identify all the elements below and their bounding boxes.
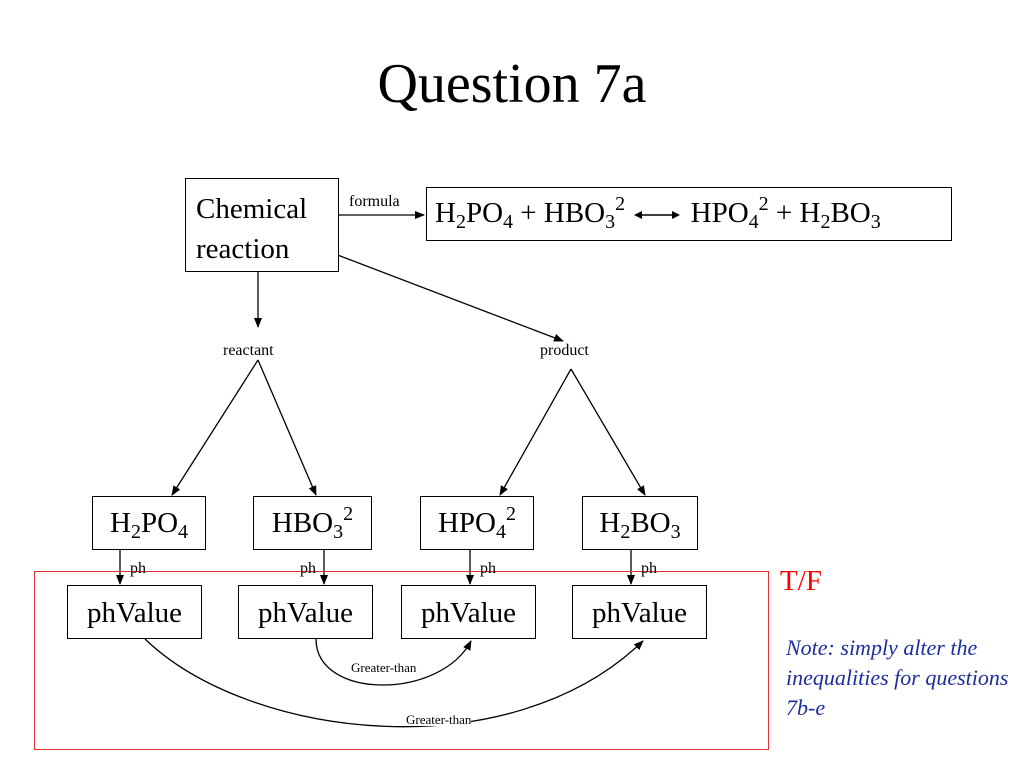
note-text: Note: simply alter the inequalities for … bbox=[786, 635, 1009, 720]
eq-hbo3: HBO32 bbox=[543, 193, 626, 233]
product-to-species4 bbox=[570, 368, 646, 496]
species-box-hbo3: HBO32 bbox=[253, 496, 372, 550]
product-arrow bbox=[334, 253, 564, 342]
reactant-label: reactant bbox=[223, 342, 274, 359]
species-box-hpo4: HPO42 bbox=[420, 496, 534, 550]
species-box-h2po4: H2PO4 bbox=[92, 496, 206, 550]
phvalue-box-4: phValue bbox=[572, 585, 707, 639]
product-to-species3 bbox=[499, 368, 572, 496]
eq-h2po4: H2PO4 bbox=[435, 197, 514, 233]
greater-than-curve-2 bbox=[144, 638, 644, 728]
chemical-reaction-box: Chemical reaction bbox=[185, 178, 339, 272]
eq-plus-1: + bbox=[520, 197, 537, 229]
reactant-to-species1 bbox=[171, 359, 259, 496]
greater-than-label-2: Greater-than bbox=[406, 712, 472, 727]
tf-label: T/F bbox=[780, 565, 822, 597]
greater-than-curve-1 bbox=[315, 638, 472, 686]
ph-label-1: ph bbox=[130, 560, 146, 577]
species-box-h2bo3: H2BO3 bbox=[582, 496, 698, 550]
reactant-to-species2 bbox=[257, 359, 317, 496]
eq-hpo4: HPO42 bbox=[690, 193, 769, 233]
ph-label-2: ph bbox=[300, 560, 316, 577]
product-label: product bbox=[540, 342, 589, 359]
chemical-reaction-line1: Chemical bbox=[196, 193, 308, 225]
greater-than-label-1: Greater-than bbox=[351, 660, 417, 675]
phvalue-box-1: phValue bbox=[67, 585, 202, 639]
page-title: Question 7a bbox=[377, 53, 647, 115]
ph-label-4: ph bbox=[641, 560, 657, 577]
formula-label: formula bbox=[349, 193, 400, 210]
eq-plus-2: + bbox=[775, 197, 793, 229]
ph-label-3: ph bbox=[480, 560, 496, 577]
equilibrium-arrow-icon bbox=[634, 211, 681, 220]
phvalue-box-3: phValue bbox=[401, 585, 536, 639]
phvalue-box-2: phValue bbox=[238, 585, 373, 639]
true-false-region bbox=[34, 571, 769, 750]
chemical-reaction-line2: reaction bbox=[196, 233, 290, 265]
eq-h2bo3: H2BO3 bbox=[799, 197, 881, 233]
equation-box: H2PO4 + HBO32 HPO42 + H2BO3 bbox=[426, 187, 952, 241]
